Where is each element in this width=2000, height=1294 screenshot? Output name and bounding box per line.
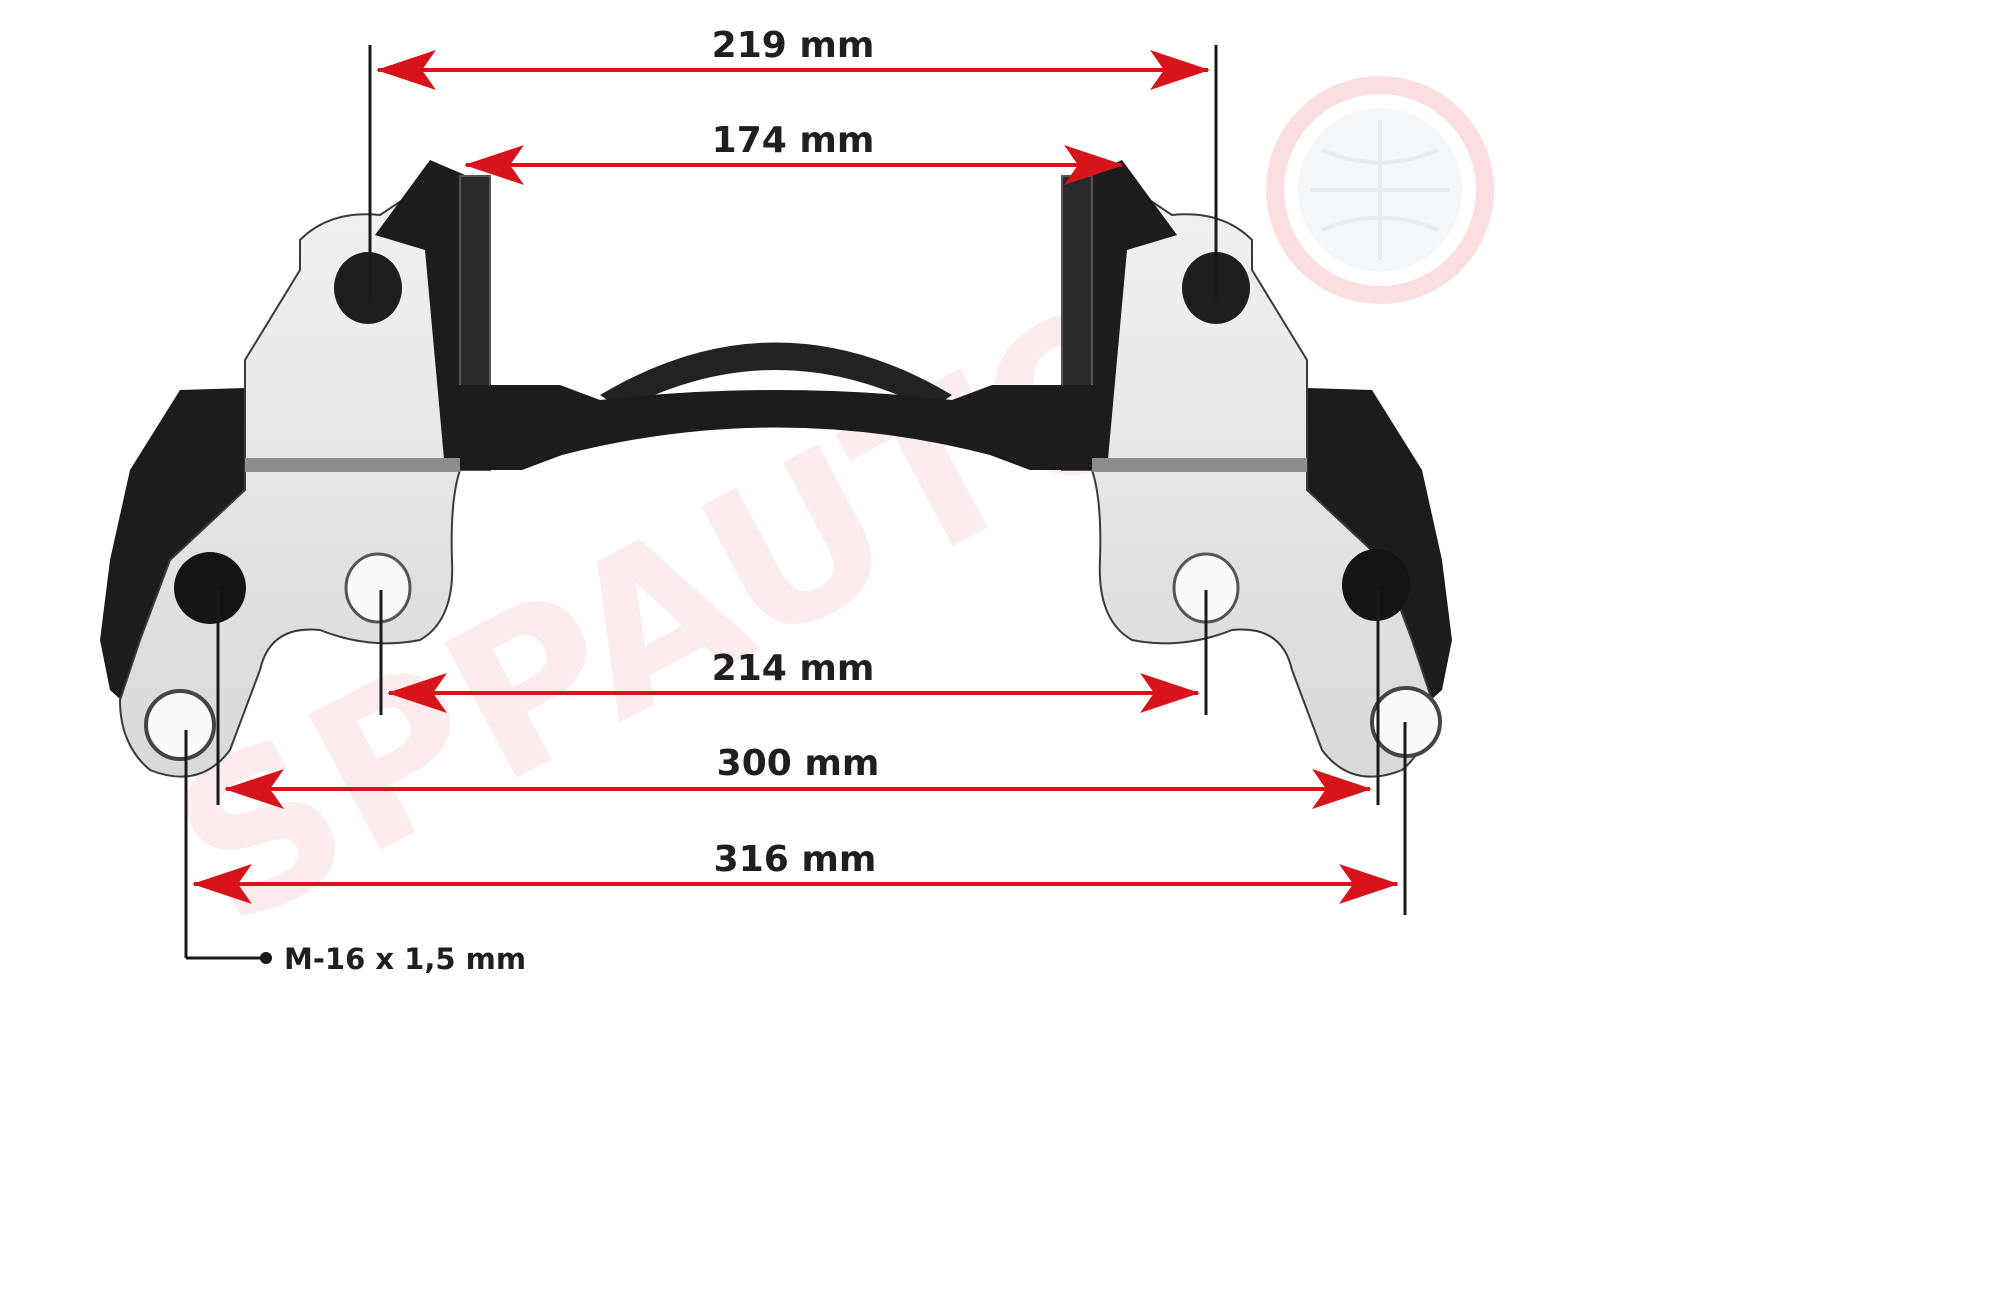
label-thread: M-16 x 1,5 mm	[284, 942, 526, 976]
left-pin-hole	[344, 552, 412, 624]
extension-lines	[184, 45, 1407, 960]
label-214: 214 mm	[712, 648, 875, 689]
globe-logo-icon	[1266, 76, 1494, 304]
left-band	[245, 458, 460, 472]
brake-carrier-diagram: SPPAUTO	[100, 25, 1494, 976]
right-threaded-hole	[1342, 549, 1410, 621]
thread-leader-dot	[260, 952, 272, 964]
bridge-arch	[600, 342, 952, 410]
bottom-left-hole	[144, 689, 216, 761]
left-threaded-hole	[174, 552, 246, 624]
dimension-labels: 219 mm 174 mm 214 mm 300 mm 316 mm M-16 …	[284, 25, 879, 976]
top-left-hole	[334, 252, 402, 324]
label-316: 316 mm	[714, 839, 877, 880]
bridge	[455, 385, 1097, 470]
label-219: 219 mm	[712, 25, 875, 66]
brake-carrier	[100, 160, 1452, 778]
dimension-arrows	[192, 50, 1399, 904]
label-174: 174 mm	[712, 120, 875, 161]
right-pad-guide	[1082, 160, 1177, 470]
left-pad-guide	[375, 160, 470, 470]
right-band	[1092, 458, 1307, 472]
label-300: 300 mm	[717, 743, 880, 784]
